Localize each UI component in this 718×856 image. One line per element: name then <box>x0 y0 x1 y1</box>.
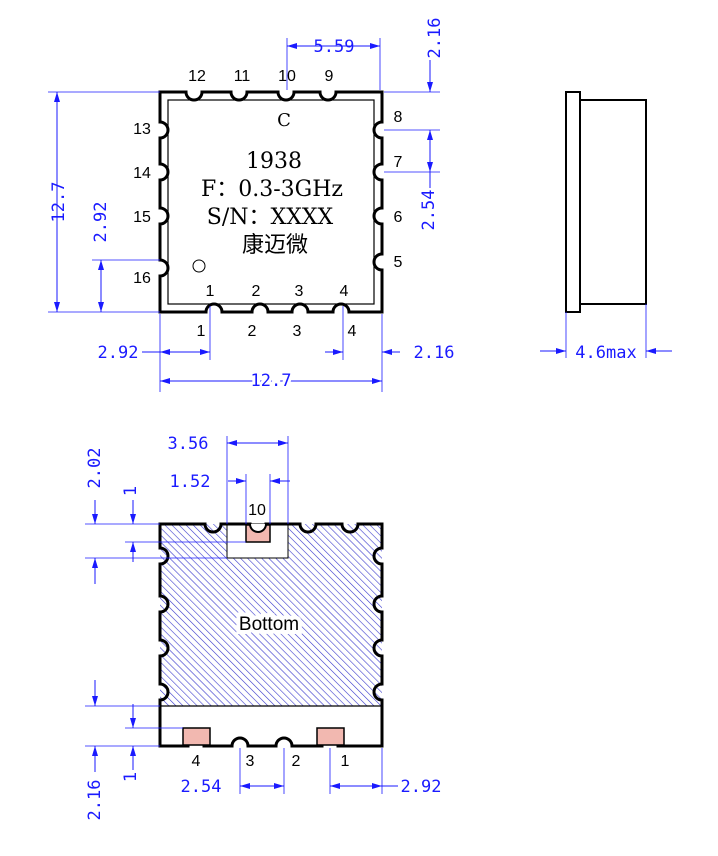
pad-4 <box>182 727 211 746</box>
pin-label-2-inner: 2 <box>252 283 261 300</box>
top-view-package-outline <box>158 90 384 314</box>
pin-label-3-inner: 3 <box>295 283 304 300</box>
bottom-pin-label-3: 3 <box>246 753 255 770</box>
top-view-inner-border <box>167 99 375 305</box>
pin-label-4-inner: 4 <box>340 283 349 300</box>
pin1-orientation-dot <box>192 259 206 273</box>
bottom-view-hatched-area <box>160 524 382 706</box>
marking-line-4: 康迈微 <box>242 233 308 258</box>
svg-text:12.7: 12.7 <box>251 371 292 391</box>
bottom-pin-label-4: 4 <box>192 753 201 770</box>
marking-line-1: 1938 <box>246 149 302 174</box>
bottom-view: Bottom 10 4 3 2 1 3.56 1.52 <box>85 434 441 820</box>
pin-label-11: 11 <box>234 68 251 85</box>
pin-label-1-inner: 1 <box>206 283 215 300</box>
dim-bottom-right: 2.16 <box>325 306 454 392</box>
dim-width: 12.7 <box>160 368 382 394</box>
side-view-body <box>579 99 647 305</box>
top-view: C 1938 F：0.3-3GHz S/N：XXXX 康迈微 12 11 10 … <box>48 18 454 394</box>
dim-top-edge: 2.02 <box>85 448 227 584</box>
dim-bottom-left: 2.92 <box>98 306 211 392</box>
marking-line-2: F：0.3-3GHz <box>201 177 343 202</box>
pin-label-14: 14 <box>133 165 151 182</box>
pin-label-8: 8 <box>394 109 403 126</box>
dim-pad-width: 1.52 <box>170 472 290 524</box>
side-view: 4.6max <box>540 91 672 363</box>
svg-text:2.16: 2.16 <box>414 343 455 363</box>
dim-top-offset: 2.16 <box>384 18 445 93</box>
dim-bottom-edge: 2.16 <box>85 680 160 820</box>
pad-1 <box>316 727 345 746</box>
bottom-label: Bottom <box>239 614 299 635</box>
pin-label-6: 6 <box>394 209 403 226</box>
side-view-base <box>565 91 581 313</box>
dim-pad-window: 3.56 <box>168 434 289 524</box>
pin-label-13: 13 <box>133 121 151 138</box>
svg-text:2.92: 2.92 <box>401 777 442 797</box>
pin-label-16: 16 <box>133 270 151 287</box>
dim-left-offset: 2.92 <box>91 202 160 312</box>
pin-label-1-outer: 1 <box>197 323 206 340</box>
dim-side-height: 4.6max <box>540 343 672 363</box>
pin-label-9: 9 <box>325 68 334 85</box>
marking-line-3: S/N：XXXX <box>207 205 334 230</box>
svg-text:3.56: 3.56 <box>168 434 209 454</box>
svg-text:2.16: 2.16 <box>85 780 105 821</box>
pin-label-12: 12 <box>188 68 206 85</box>
svg-text:4.6max: 4.6max <box>575 343 636 363</box>
svg-text:1.52: 1.52 <box>170 472 211 492</box>
bottom-view-package-outline <box>158 522 384 748</box>
dim-right-pitch: 2.54 <box>384 129 440 231</box>
dim-height: 12.7 <box>48 91 160 313</box>
svg-text:5.59: 5.59 <box>314 37 355 57</box>
pin-label-5: 5 <box>394 254 403 271</box>
svg-text:1: 1 <box>121 486 141 496</box>
dim-pitch: 2.54 <box>181 748 285 797</box>
pin-label-3-outer: 3 <box>293 323 302 340</box>
dim-top-pad: 1 <box>121 486 246 562</box>
svg-text:2.92: 2.92 <box>98 343 139 363</box>
pin-label-2-outer: 2 <box>248 323 257 340</box>
svg-text:2.02: 2.02 <box>85 448 105 489</box>
svg-text:1: 1 <box>121 772 141 782</box>
svg-text:2.54: 2.54 <box>181 777 222 797</box>
bottom-pin-label-1: 1 <box>341 753 350 770</box>
svg-text:2.92: 2.92 <box>91 202 111 243</box>
marking-line-0: C <box>277 110 291 131</box>
bottom-pin-label-2: 2 <box>292 753 301 770</box>
dim-bottom-pad: 1 <box>121 704 183 782</box>
svg-text:12.7: 12.7 <box>49 182 69 223</box>
pin-label-15: 15 <box>133 209 151 226</box>
pin-label-7: 7 <box>394 154 403 171</box>
svg-text:2.54: 2.54 <box>419 190 439 231</box>
svg-text:2.16: 2.16 <box>425 18 445 59</box>
bottom-pin-label-10: 10 <box>248 502 266 519</box>
dim-top-pitch: 5.59 <box>286 37 381 90</box>
dim-right-offset: 2.92 <box>329 748 442 797</box>
pin-label-4-outer: 4 <box>348 323 357 340</box>
